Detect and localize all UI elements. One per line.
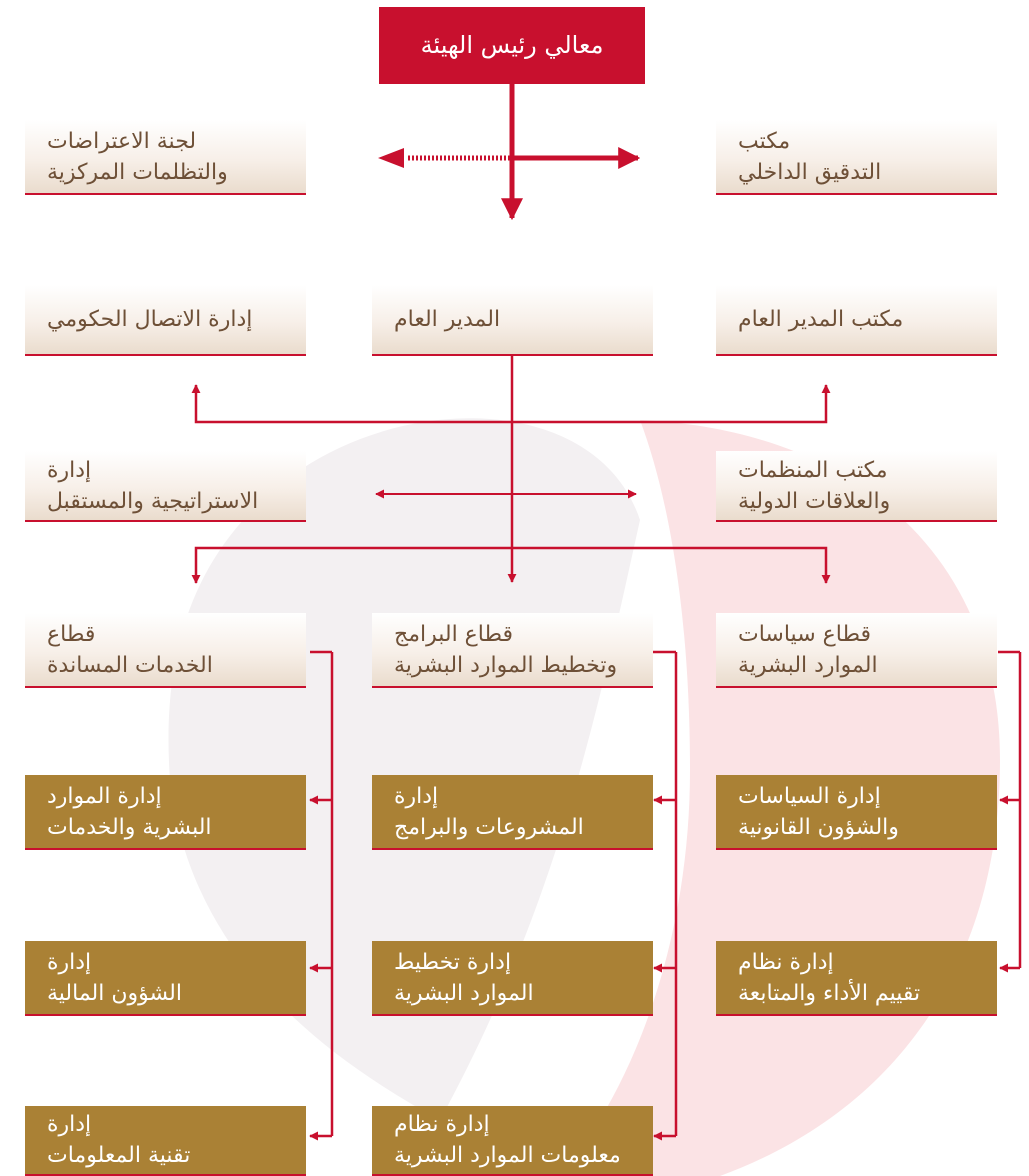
programs-sector-box: قطاع البرامج وتخطيط الموارد البشرية <box>372 613 653 688</box>
policies-sector-box: قطاع سياسات الموارد البشرية <box>716 613 997 688</box>
director-office-label: مكتب المدير العام <box>738 307 904 332</box>
legal-line-2: والشؤون القانونية <box>738 814 899 840</box>
hris-dept-box: إدارة نظام معلومات الموارد البشرية <box>372 1106 653 1176</box>
finance-dept-box: إدارة الشؤون المالية <box>25 941 306 1016</box>
hr-services-dept-box: إدارة الموارد البشرية والخدمات <box>25 775 306 850</box>
legal-affairs-dept-box: إدارة السياسات والشؤون القانونية <box>716 775 997 850</box>
organizations-line-1: مكتب المنظمات <box>738 457 888 483</box>
legal-line-1: إدارة السياسات <box>738 783 881 809</box>
strategy-line-1: إدارة <box>47 457 92 483</box>
support-services-sector-box: قطاع الخدمات المساندة <box>25 613 306 688</box>
director-label: المدير العام <box>394 307 501 332</box>
finance-line-2: الشؤون المالية <box>47 980 182 1006</box>
hr-services-line-2: البشرية والخدمات <box>47 814 212 840</box>
hr-services-line-1: إدارة الموارد <box>47 783 162 809</box>
objections-line-1: لجنة الاعتراضات <box>47 128 197 154</box>
hr-planning-line-1: إدارة تخطيط <box>394 949 512 975</box>
director-office-box: مكتب المدير العام <box>716 285 997 356</box>
projects-line-1: إدارة <box>394 783 439 809</box>
it-line-2: تقنية المعلومات <box>47 1143 191 1168</box>
performance-dept-box: إدارة نظام تقييم الأداء والمتابعة <box>716 941 997 1016</box>
objections-committee-box: لجنة الاعتراضات والتظلمات المركزية <box>25 120 306 195</box>
director-general-box: المدير العام <box>372 285 653 356</box>
it-dept-box: إدارة تقنية المعلومات <box>25 1106 306 1176</box>
support-line-2: الخدمات المساندة <box>47 652 213 678</box>
chairman-label: معالي رئيس الهيئة <box>420 31 604 59</box>
finance-line-1: إدارة <box>47 949 92 975</box>
internal-audit-box: مكتب التدقيق الداخلي <box>716 120 997 195</box>
hris-line-2: معلومات الموارد البشرية <box>394 1143 621 1168</box>
it-line-1: إدارة <box>47 1112 92 1137</box>
hr-planning-line-2: الموارد البشرية <box>394 980 534 1006</box>
policies-line-2: الموارد البشرية <box>738 652 878 678</box>
performance-line-2: تقييم الأداء والمتابعة <box>738 980 921 1006</box>
international-relations-box: مكتب المنظمات والعلاقات الدولية <box>716 451 997 522</box>
hr-planning-dept-box: إدارة تخطيط الموارد البشرية <box>372 941 653 1016</box>
support-line-1: قطاع <box>47 621 96 647</box>
performance-line-1: إدارة نظام <box>738 949 834 975</box>
organizations-line-2: والعلاقات الدولية <box>738 488 891 514</box>
projects-dept-box: إدارة المشروعات والبرامج <box>372 775 653 850</box>
strategy-line-2: الاستراتيجية والمستقبل <box>47 488 259 514</box>
audit-line-1: مكتب <box>738 128 791 154</box>
objections-line-2: والتظلمات المركزية <box>47 159 228 185</box>
programs-line-1: قطاع البرامج <box>394 621 514 647</box>
chairman-box: معالي رئيس الهيئة <box>379 7 645 84</box>
audit-line-2: التدقيق الداخلي <box>738 159 882 185</box>
government-communication-box: إدارة الاتصال الحكومي <box>25 285 306 356</box>
projects-line-2: المشروعات والبرامج <box>394 814 584 840</box>
policies-line-1: قطاع سياسات <box>738 621 872 647</box>
programs-line-2: وتخطيط الموارد البشرية <box>394 652 618 678</box>
communication-label: إدارة الاتصال الحكومي <box>47 307 253 332</box>
hris-line-1: إدارة نظام <box>394 1112 490 1137</box>
strategy-future-box: إدارة الاستراتيجية والمستقبل <box>25 451 306 522</box>
